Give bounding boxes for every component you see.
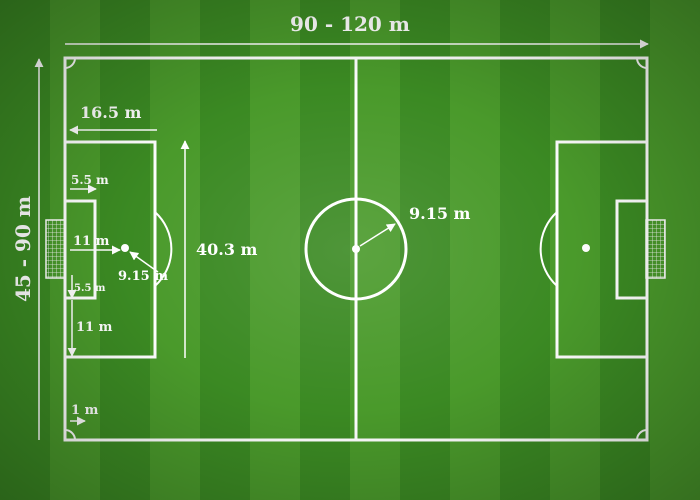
corner-radius-label: 1 m bbox=[71, 403, 99, 418]
penalty-arc-radius-label: 9.15 m bbox=[118, 269, 168, 284]
corner-arc-bottom-right bbox=[636, 429, 648, 441]
penalty-arc-radius-arrow bbox=[129, 251, 159, 273]
corner-arc-bottom-left bbox=[64, 429, 76, 441]
goal-area-side-label: 5.5 m bbox=[74, 283, 106, 294]
spot-to-box-label: 11 m bbox=[76, 320, 113, 335]
right-goal-area bbox=[615, 199, 649, 300]
corner-arc-top-right bbox=[636, 57, 648, 69]
field-width-label: 45 - 90 m bbox=[11, 196, 35, 302]
center-radius-arrow bbox=[359, 223, 396, 247]
right-penalty-area bbox=[555, 140, 649, 359]
right-penalty-spot bbox=[582, 244, 590, 252]
right-goal-net bbox=[645, 219, 666, 279]
corner-arc-top-left bbox=[64, 57, 76, 69]
left-penalty-spot bbox=[121, 244, 129, 252]
left-penalty-arc bbox=[154, 211, 173, 287]
center-spot bbox=[352, 245, 360, 253]
goal-to-spot-label: 11 m bbox=[73, 234, 110, 249]
penalty-width-label: 40.3 m bbox=[196, 240, 258, 259]
center-radius-label: 9.15 m bbox=[409, 204, 471, 223]
goal-area-depth-label: 5.5 m bbox=[71, 173, 109, 187]
left-goal-net bbox=[45, 219, 66, 279]
penalty-depth-label: 16.5 m bbox=[80, 103, 142, 122]
right-penalty-arc bbox=[539, 211, 558, 287]
center-circle bbox=[304, 197, 408, 301]
field-length-label: 90 - 120 m bbox=[290, 12, 410, 36]
